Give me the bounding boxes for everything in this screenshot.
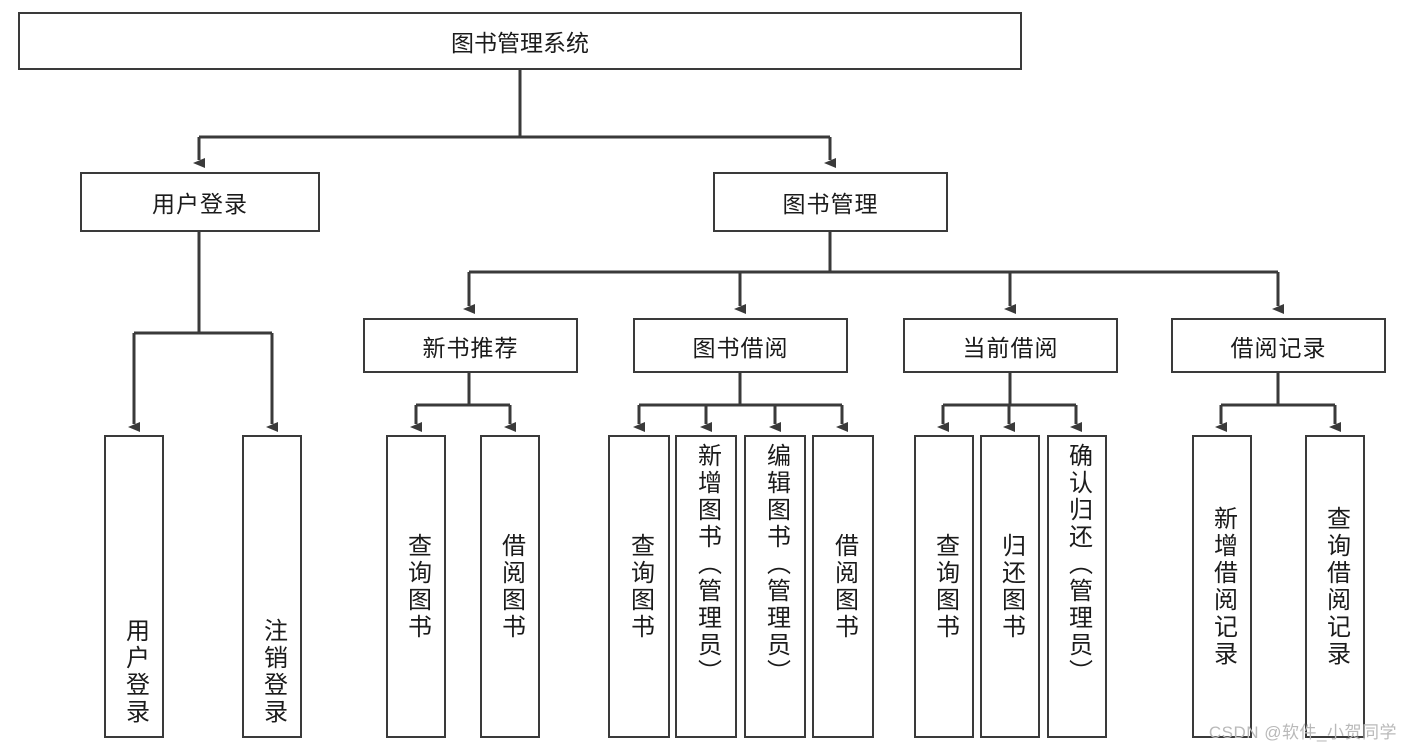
leaf-confirm-return[interactable]: 确认归还（管理员） (1047, 435, 1107, 738)
node-label: 用户登录 (152, 191, 248, 217)
node-root-system[interactable]: 图书管理系统 (18, 12, 1022, 70)
leaf-edit-book[interactable]: 编辑图书（管理员） (744, 435, 806, 738)
node-label: 查询图书 (931, 532, 959, 641)
leaf-add-book[interactable]: 新增图书（管理员） (675, 435, 737, 738)
node-book-manage[interactable]: 图书管理 (713, 172, 948, 232)
node-book-borrow[interactable]: 图书借阅 (633, 318, 848, 373)
leaf-borrow-book-1[interactable]: 借阅图书 (480, 435, 540, 738)
node-label: 图书管理系统 (451, 30, 589, 56)
leaf-logout-login[interactable]: 注销登录 (242, 435, 302, 738)
node-label: 新增图书（管理员） (693, 443, 721, 686)
node-label: 归还图书 (997, 532, 1025, 641)
node-label: 借阅记录 (1230, 334, 1327, 361)
leaf-query-book-2[interactable]: 查询图书 (608, 435, 670, 738)
node-current-borrow[interactable]: 当前借阅 (903, 318, 1118, 373)
node-label: 编辑图书（管理员） (762, 443, 790, 686)
leaf-return-book[interactable]: 归还图书 (980, 435, 1040, 738)
leaf-query-record[interactable]: 查询借阅记录 (1305, 435, 1365, 738)
node-label: 用户登录 (121, 618, 149, 726)
node-label: 图书借阅 (692, 334, 789, 361)
node-label: 当前借阅 (962, 334, 1059, 361)
leaf-borrow-book-2[interactable]: 借阅图书 (812, 435, 874, 738)
node-label: 借阅图书 (497, 532, 525, 641)
node-user-login[interactable]: 用户登录 (80, 172, 320, 232)
node-borrow-record[interactable]: 借阅记录 (1171, 318, 1386, 373)
node-label: 确认归还（管理员） (1064, 443, 1092, 686)
node-label: 新增借阅记录 (1209, 505, 1237, 668)
node-new-book-rec[interactable]: 新书推荐 (363, 318, 578, 373)
leaf-add-record[interactable]: 新增借阅记录 (1192, 435, 1252, 738)
watermark-text: CSDN @软件_小贺同学 (1208, 723, 1397, 742)
node-label: 查询借阅记录 (1322, 505, 1350, 668)
leaf-query-book-1[interactable]: 查询图书 (386, 435, 446, 738)
node-label: 查询图书 (403, 532, 431, 641)
node-label: 借阅图书 (830, 532, 858, 641)
leaf-query-book-3[interactable]: 查询图书 (914, 435, 974, 738)
node-label: 新书推荐 (422, 334, 519, 361)
node-label: 图书管理 (782, 191, 879, 217)
node-label: 注销登录 (259, 618, 287, 726)
node-label: 查询图书 (626, 532, 654, 641)
leaf-user-login[interactable]: 用户登录 (104, 435, 164, 738)
